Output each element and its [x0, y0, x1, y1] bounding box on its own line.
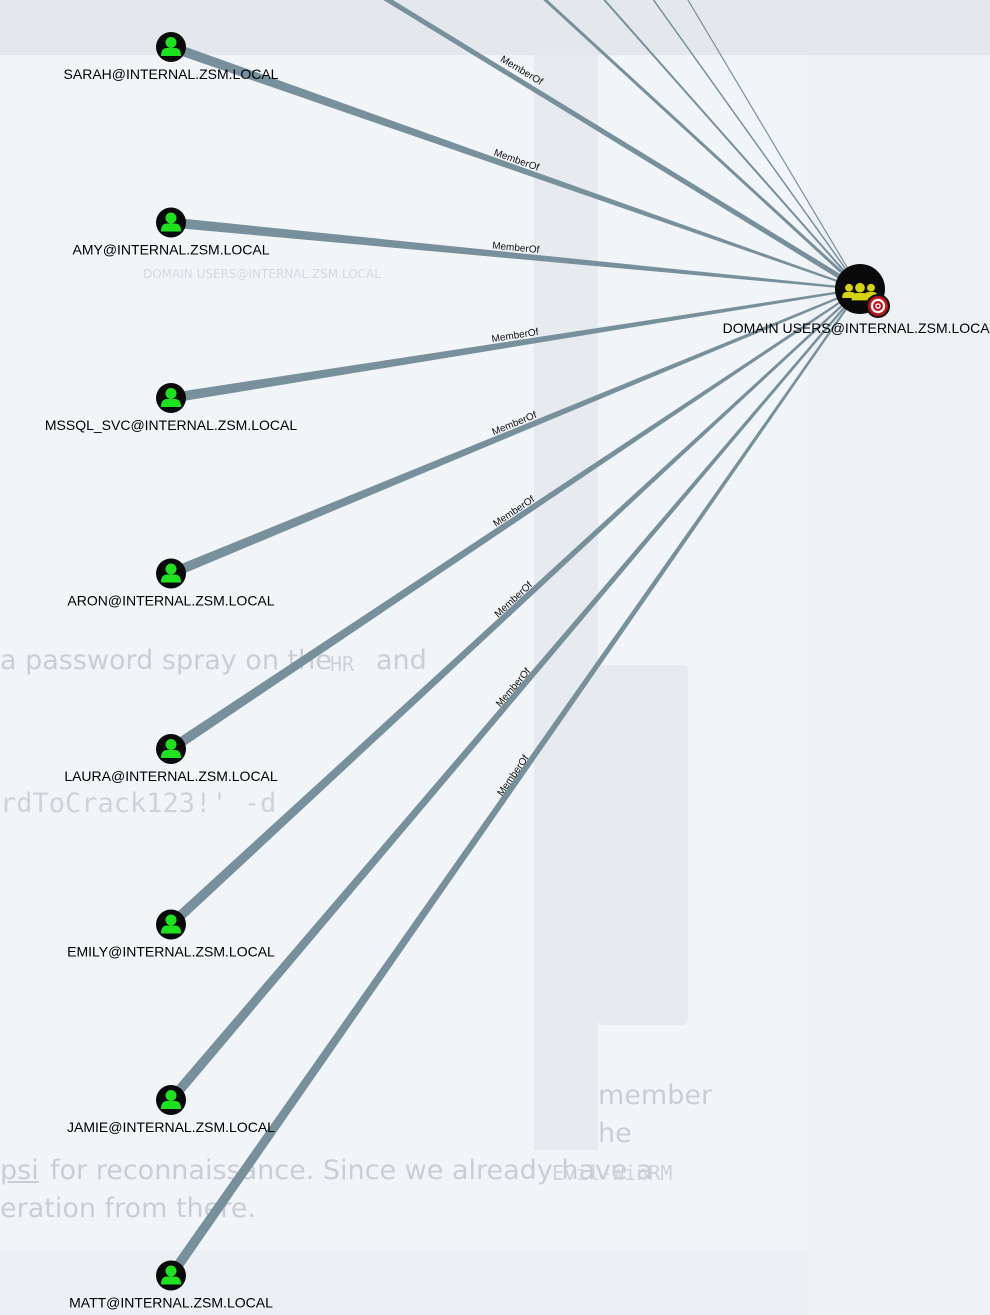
user-node-label: EMILY@INTERNAL.ZSM.LOCAL — [67, 944, 275, 960]
background-code-evil: Evil-WinRM — [552, 1161, 673, 1185]
edge-label-memberof: MemberOf — [495, 753, 531, 798]
user-node-layer: SARAH@INTERNAL.ZSM.LOCAL AMY@INTERNAL.ZSM… — [45, 32, 297, 1311]
offscreen-edge-2 — [543, 0, 862, 291]
background-text-psi: psi — [0, 1155, 39, 1186]
user-icon — [161, 914, 181, 934]
user-node-label: MSSQL_SVC@INTERNAL.ZSM.LOCAL — [45, 417, 297, 433]
user-icon — [161, 212, 181, 232]
background-code-hr: HR — [330, 652, 355, 676]
user-node-label: LAURA@INTERNAL.ZSM.LOCAL — [64, 768, 278, 784]
background-text-and: and — [376, 645, 427, 676]
background-right-panel — [808, 0, 990, 1315]
background-text-spray: a password spray on the — [0, 645, 332, 676]
user-node-label: SARAH@INTERNAL.ZSM.LOCAL — [64, 66, 279, 82]
user-node[interactable]: JAMIE@INTERNAL.ZSM.LOCAL — [67, 1085, 275, 1135]
background-sidebar-panel — [534, 55, 598, 1150]
memberof-edge[interactable] — [170, 217, 861, 291]
background-code-command: rdToCrack123!' -d — [0, 788, 277, 819]
user-node[interactable]: MATT@INTERNAL.ZSM.LOCAL — [69, 1260, 273, 1311]
background-text-he: he — [598, 1118, 632, 1149]
background-faded-node-label: DOMAIN USERS@INTERNAL.ZSM.LOCAL — [143, 267, 381, 281]
user-node[interactable]: AMY@INTERNAL.ZSM.LOCAL — [72, 207, 270, 258]
group-icon — [842, 282, 878, 301]
user-node[interactable]: ARON@INTERNAL.ZSM.LOCAL — [67, 558, 275, 609]
offscreen-edge-4 — [652, 0, 861, 290]
user-node[interactable]: LAURA@INTERNAL.ZSM.LOCAL — [64, 734, 278, 784]
offscreen-edge-3 — [603, 0, 861, 290]
user-icon — [161, 739, 181, 758]
edge-label-memberof: MemberOf — [492, 241, 540, 257]
user-node[interactable]: SARAH@INTERNAL.ZSM.LOCAL — [64, 32, 279, 82]
user-icon — [161, 388, 181, 407]
offscreen-edge-5 — [687, 0, 861, 290]
user-node[interactable]: EMILY@INTERNAL.ZSM.LOCAL — [67, 909, 275, 960]
edge-layer — [166, 42, 861, 1279]
edge-label-layer: MemberOfMemberOfMemberOfMemberOfMemberOf… — [491, 54, 545, 798]
user-node-label: MATT@INTERNAL.ZSM.LOCAL — [69, 1295, 273, 1311]
user-icon — [161, 1090, 181, 1109]
background-text-member: member — [598, 1080, 713, 1111]
user-node-label: JAMIE@INTERNAL.ZSM.LOCAL — [67, 1119, 275, 1135]
background-page-panel — [0, 55, 808, 1250]
memberof-edge[interactable] — [168, 288, 861, 754]
user-node-label: ARON@INTERNAL.ZSM.LOCAL — [67, 593, 274, 609]
background-code-block — [598, 665, 688, 1025]
domain-users-node[interactable]: DOMAIN USERS@INTERNAL.ZSM.LOCAL — [723, 264, 990, 336]
edge-label-memberof: MemberOf — [493, 580, 535, 620]
memberof-edge[interactable] — [169, 288, 861, 579]
memberof-edge[interactable] — [167, 288, 861, 1104]
target-icon — [866, 294, 890, 318]
memberof-edge[interactable] — [170, 288, 861, 403]
offscreen-edge-1 — [383, 0, 863, 292]
memberof-edge[interactable] — [169, 42, 861, 290]
background-text-recon: for reconnaissance. Since we already hav… — [50, 1155, 653, 1186]
user-node[interactable]: MSSQL_SVC@INTERNAL.ZSM.LOCAL — [45, 383, 297, 433]
user-icon — [161, 37, 181, 56]
edge-label-memberof: MemberOf — [494, 666, 533, 709]
user-icon — [161, 563, 181, 583]
offscreen-edges — [383, 0, 863, 292]
user-icon — [161, 1265, 181, 1285]
memberof-edge[interactable] — [167, 288, 861, 929]
user-node-label: AMY@INTERNAL.ZSM.LOCAL — [72, 242, 269, 258]
memberof-edge[interactable] — [166, 288, 861, 1279]
domain-users-label: DOMAIN USERS@INTERNAL.ZSM.LOCAL — [723, 320, 990, 336]
